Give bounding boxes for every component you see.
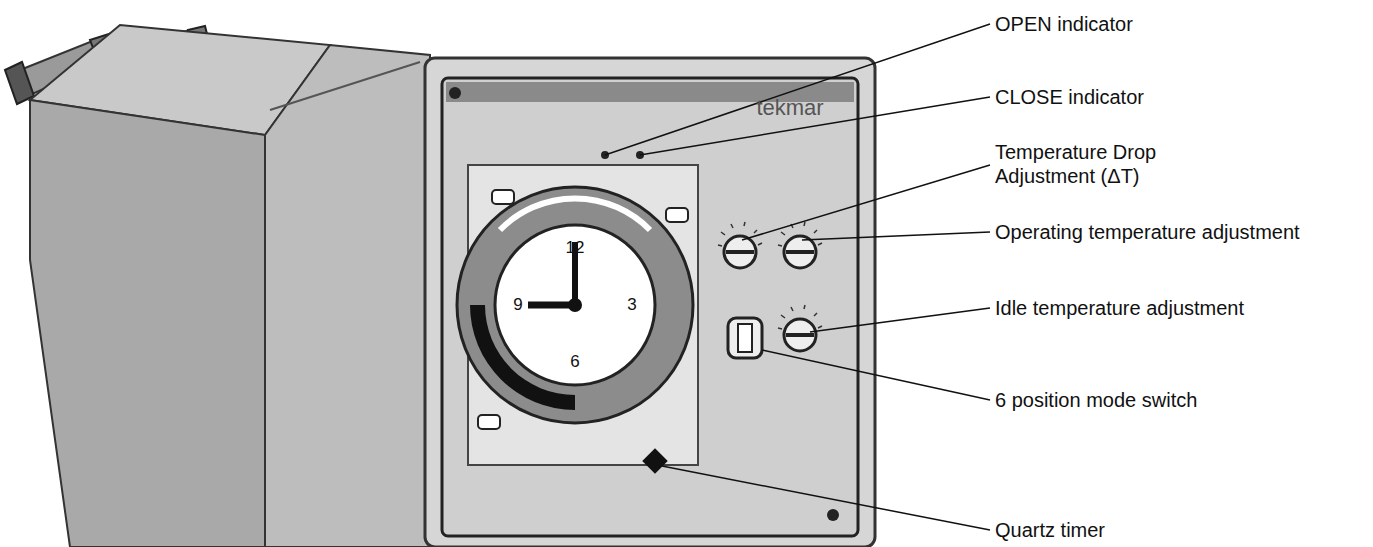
clock-numeral: 3 (627, 295, 636, 315)
callout-label: OPEN indicator (995, 12, 1355, 36)
callout-label: 6 position mode switch (995, 388, 1365, 412)
clock-numeral: 12 (566, 238, 585, 258)
timer-clip (492, 190, 514, 204)
clock-hub (568, 298, 582, 312)
brand-logo: tekmar (756, 95, 823, 121)
timer-clip (666, 208, 688, 222)
panel-face (442, 78, 858, 536)
callout-label: Idle temperature adjustment (995, 296, 1365, 320)
body-side (30, 100, 265, 547)
clock-numeral: 9 (513, 295, 522, 315)
adjustment-knob (724, 236, 756, 268)
quartz-diamond (642, 448, 667, 473)
panel-bezel (425, 58, 875, 547)
adjustment-knob (784, 236, 816, 268)
mode-switch (728, 318, 762, 358)
callout-label: CLOSE indicator (995, 85, 1355, 109)
adjustment-knob (784, 319, 816, 351)
timer-dial-ring (457, 187, 693, 423)
corner-screw (827, 509, 839, 521)
clock-numeral: 6 (570, 352, 579, 372)
clock-face (495, 225, 655, 385)
body-front (265, 45, 430, 547)
callout-label: Operating temperature adjustment (995, 220, 1373, 244)
knob-ticks (718, 222, 822, 329)
edge-line (270, 62, 420, 110)
callout-label: Temperature Drop Adjustment (ΔT) (995, 140, 1195, 188)
timer-clip (478, 415, 500, 429)
corner-screw (449, 87, 461, 99)
thread-end (5, 62, 34, 104)
callout-label: Quartz timer (995, 518, 1365, 542)
leader-line (605, 24, 990, 530)
hour-hand (528, 302, 575, 309)
